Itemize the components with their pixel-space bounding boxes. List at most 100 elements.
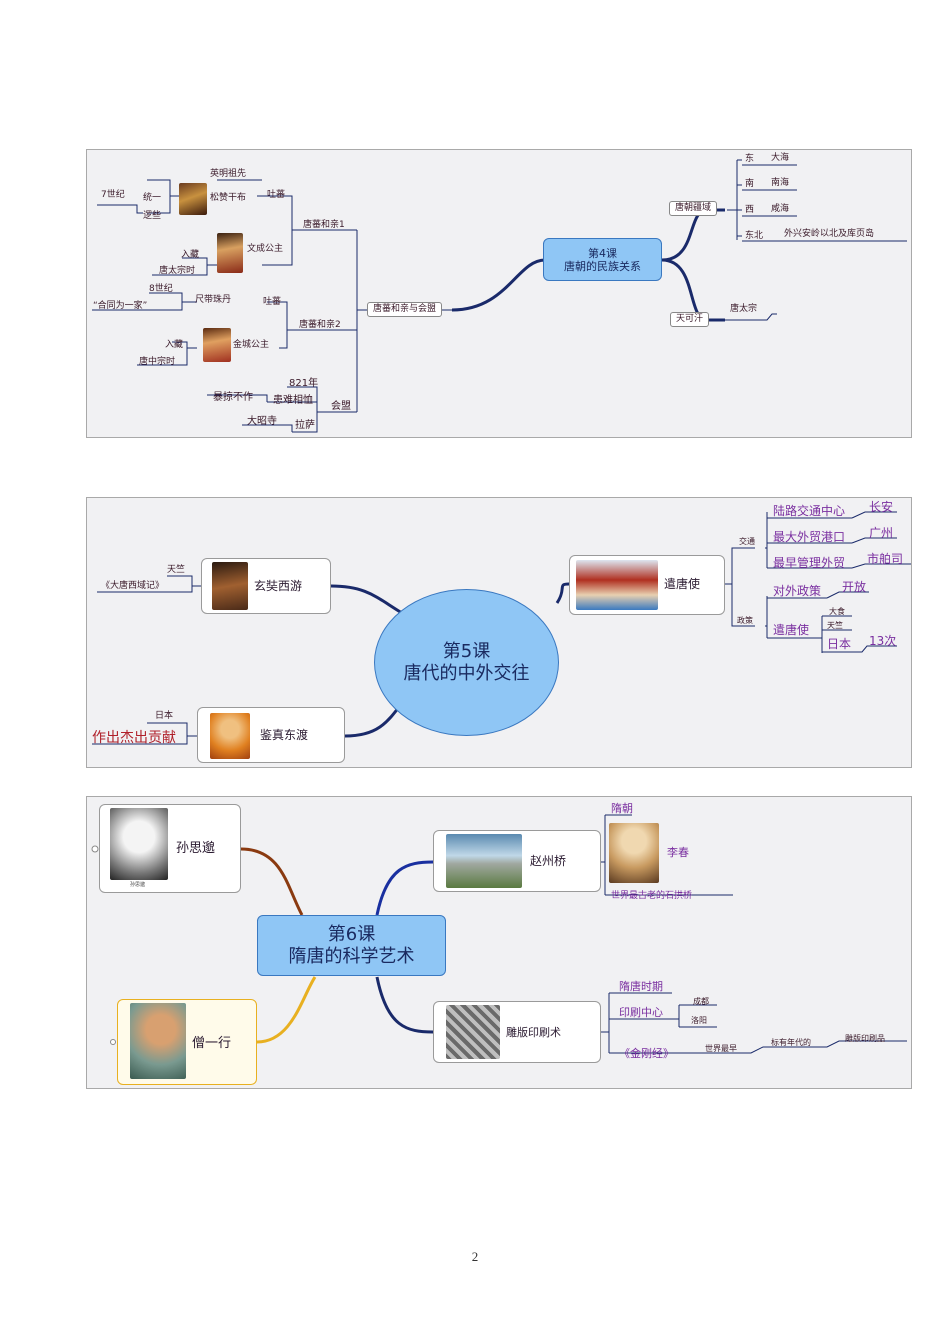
printing-picture — [446, 1005, 500, 1059]
one-family-label: “合同为一家” — [93, 301, 148, 311]
land-center-label: 陆路交通中心 — [773, 504, 846, 518]
jianzhen-node[interactable]: 鉴真东渡 — [197, 707, 345, 763]
sunsimiao-node[interactable]: 孙思邈 孙思邈 — [99, 804, 241, 893]
dir-south: 南 — [745, 179, 755, 189]
wencheng-portrait — [217, 233, 243, 273]
lichun-portrait — [609, 823, 659, 883]
capital-label: 逻些 — [143, 211, 162, 221]
zhaozhou-node[interactable]: 赵州桥 — [433, 830, 601, 892]
wencheng-label: 文成公主 — [247, 244, 284, 254]
world-earliest-label: 世界最早 — [705, 1044, 737, 1053]
mindmap-lesson5: 玄奘西游 天竺 《大唐西域记》 鉴真东渡 日本 作出杰出贡献 第5课 唐代的中外… — [86, 497, 912, 768]
zhaozhou-picture — [446, 834, 522, 888]
xuanzang-portrait — [212, 562, 248, 610]
oldest-label: 世界最古老的石拱桥 — [611, 891, 693, 901]
sunsimiao-label: 孙思邈 — [176, 841, 216, 856]
songzan-portrait — [179, 183, 207, 215]
enter-tibet-label-2: 入藏 — [165, 340, 184, 350]
dated-label: 标有年代的 — [771, 1038, 811, 1047]
peace-node[interactable]: 唐蕃和亲与会盟 — [367, 302, 443, 317]
jokhang-label: 大昭寺 — [247, 416, 277, 427]
printing-node[interactable]: 雕版印刷术 — [433, 1001, 601, 1063]
connector-lines — [91, 814, 907, 1054]
printing-label: 雕版印刷术 — [506, 1026, 561, 1039]
japan-label: 日本 — [155, 711, 174, 721]
envoys-picture — [576, 560, 658, 610]
mindmap-lesson4: 第4课 唐朝的民族关系 唐朝疆域 东 大海 南 南海 西 咸海 东北 外兴安岭以… — [86, 149, 912, 438]
territory-northeast: 外兴安岭以北及库页岛 — [784, 229, 875, 239]
lesson6-center-line2: 隋唐的科学艺术 — [288, 945, 415, 967]
zhaozhou-label: 赵州桥 — [530, 854, 567, 868]
lhasa-label: 拉萨 — [295, 420, 315, 431]
contribution-label: 作出杰出贡献 — [92, 730, 176, 746]
dashi-label: 大食 — [829, 607, 845, 616]
lesson4-center-line2: 唐朝的民族关系 — [564, 259, 641, 273]
shibosi-label: 市舶司 — [867, 552, 904, 566]
year821-label: 821年 — [289, 378, 319, 389]
lesson6-center-node[interactable]: 第6课 隋唐的科学艺术 — [257, 915, 446, 976]
territory-west: 咸海 — [771, 204, 790, 214]
policy-label: 政策 — [737, 616, 753, 625]
lesson5-center-line1: 第5课 — [442, 640, 491, 662]
page-number: 2 — [471, 1249, 479, 1264]
jianzhen-portrait — [210, 713, 250, 759]
tianzhu2-label: 天竺 — [827, 621, 843, 630]
tianzhu-label: 天竺 — [167, 565, 186, 575]
dir-west: 西 — [745, 205, 755, 215]
lesson5-center-node[interactable]: 第5课 唐代的中外交往 — [374, 589, 559, 736]
peace1-label: 唐蕃和亲1 — [303, 220, 345, 230]
foreign-policy-label: 对外政策 — [773, 584, 822, 598]
envoys-node[interactable]: 遣唐使 — [569, 555, 725, 615]
territory-node[interactable]: 唐朝疆域 — [669, 201, 718, 216]
changan-label: 长安 — [869, 500, 894, 514]
enter-tibet-label-1: 入藏 — [181, 250, 200, 260]
jianzhen-label: 鉴真东渡 — [260, 728, 309, 742]
port-label: 最大外贸港口 — [773, 530, 846, 544]
connector-lines — [92, 159, 907, 433]
envoy-item-label: 遣唐使 — [773, 623, 810, 637]
century8-label: 8世纪 — [149, 284, 173, 294]
songzan-label: 松赞干布 — [210, 193, 247, 203]
sui-label: 隋朝 — [611, 802, 633, 815]
tubo-label-2: 吐蕃 — [263, 297, 282, 307]
peace2-label: 唐蕃和亲2 — [299, 320, 341, 330]
lesson5-center-line2: 唐代的中外交往 — [403, 662, 530, 684]
japan2-label: 日本 — [827, 637, 852, 651]
traffic-label: 交通 — [739, 537, 755, 546]
xuanzang-label: 玄奘西游 — [254, 579, 303, 593]
xuanzang-node[interactable]: 玄奘西游 — [201, 558, 331, 614]
portrait-caption: 孙思邈 — [130, 882, 146, 888]
jincheng-portrait — [203, 328, 231, 362]
yixing-node[interactable]: 僧一行 — [117, 999, 257, 1085]
tubo-label-1: 吐蕃 — [267, 190, 286, 200]
printed-label: 雕版印刷品 — [845, 1034, 885, 1043]
times13-label: 13次 — [869, 634, 897, 648]
earliest-label: 最早管理外贸 — [773, 556, 846, 570]
yixing-label: 僧一行 — [192, 1036, 232, 1051]
jincheng-label: 金城公主 — [233, 340, 270, 350]
guangzhou-label: 广州 — [869, 526, 894, 540]
lichun-label: 李春 — [667, 846, 689, 859]
lesson4-center-node[interactable]: 第4课 唐朝的民族关系 — [543, 238, 662, 281]
territory-south: 南海 — [771, 178, 790, 188]
lesson4-center-line1: 第4课 — [588, 246, 617, 260]
dir-east: 东 — [745, 154, 755, 164]
tiankehan-node[interactable]: 天可汗 — [670, 312, 710, 327]
dir-northeast: 东北 — [745, 231, 764, 241]
taizong-time-label: 唐太宗时 — [159, 266, 196, 276]
diamond-label: 《金刚经》 — [619, 1047, 674, 1060]
lesson6-center-line1: 第6课 — [327, 923, 376, 945]
no-invade-label: 暴掠不作 — [213, 392, 253, 403]
open-label: 开放 — [842, 580, 867, 594]
mindmap-lesson6: 孙思邈 孙思邈 僧一行 第6课 隋唐的科学艺术 赵州桥 隋朝 李春 世界最古老的… — [86, 796, 912, 1089]
alliance-label: 会盟 — [331, 401, 351, 412]
chengdu-label: 成都 — [693, 997, 709, 1006]
taizong-label: 唐太宗 — [730, 304, 758, 314]
luoyang-label: 洛阳 — [691, 1016, 707, 1025]
period-label: 隋唐时期 — [619, 980, 663, 993]
territory-east: 大海 — [771, 153, 790, 163]
songzan-note: 英明祖先 — [210, 169, 247, 179]
chide-label: 尺带珠丹 — [195, 295, 232, 305]
center-print-label: 印刷中心 — [619, 1006, 663, 1019]
zhongzong-time-label: 唐中宗时 — [139, 357, 176, 367]
